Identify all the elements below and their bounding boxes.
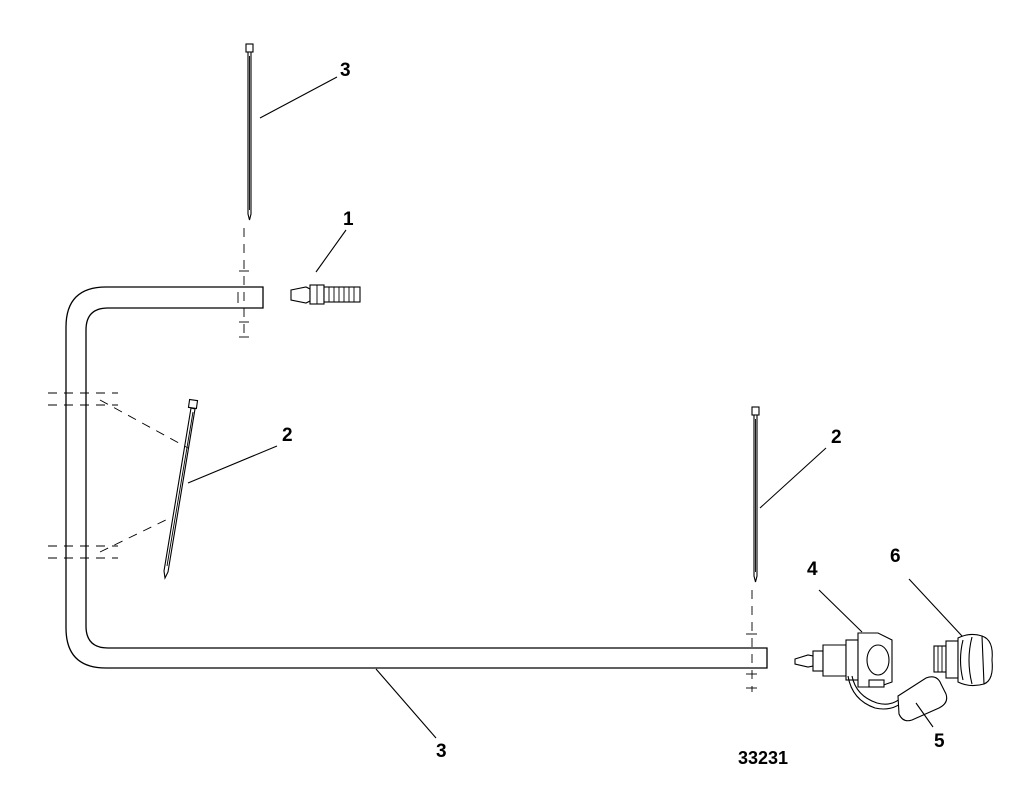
leader-3-top	[259, 76, 338, 119]
callout-2-right: 2	[831, 427, 842, 448]
callout-3-bottom: 3	[436, 741, 447, 762]
callout-5: 5	[934, 731, 945, 752]
callout-4: 4	[807, 559, 818, 580]
leader-2-right	[759, 447, 827, 509]
plug-fitting	[933, 633, 993, 687]
leader-6	[908, 578, 963, 637]
leader-5	[915, 702, 934, 728]
callout-2-left: 2	[282, 425, 293, 446]
callout-6: 6	[890, 546, 901, 567]
barbed-fitting	[290, 284, 361, 305]
figure-number: 33231	[738, 748, 788, 768]
cable-tie-left	[48, 392, 199, 580]
leader-1	[315, 229, 347, 273]
leader-lines	[187, 76, 963, 739]
quick-connector	[794, 632, 906, 710]
cable-tie-right	[746, 406, 760, 692]
callout-3-top: 3	[340, 60, 351, 81]
leader-2-left	[187, 445, 278, 484]
cable-tie-top	[239, 43, 254, 340]
leader-4	[818, 589, 863, 633]
hose	[65, 286, 768, 669]
connector-cap	[897, 676, 948, 722]
callout-1: 1	[343, 209, 354, 230]
leader-3-bottom	[375, 668, 437, 739]
